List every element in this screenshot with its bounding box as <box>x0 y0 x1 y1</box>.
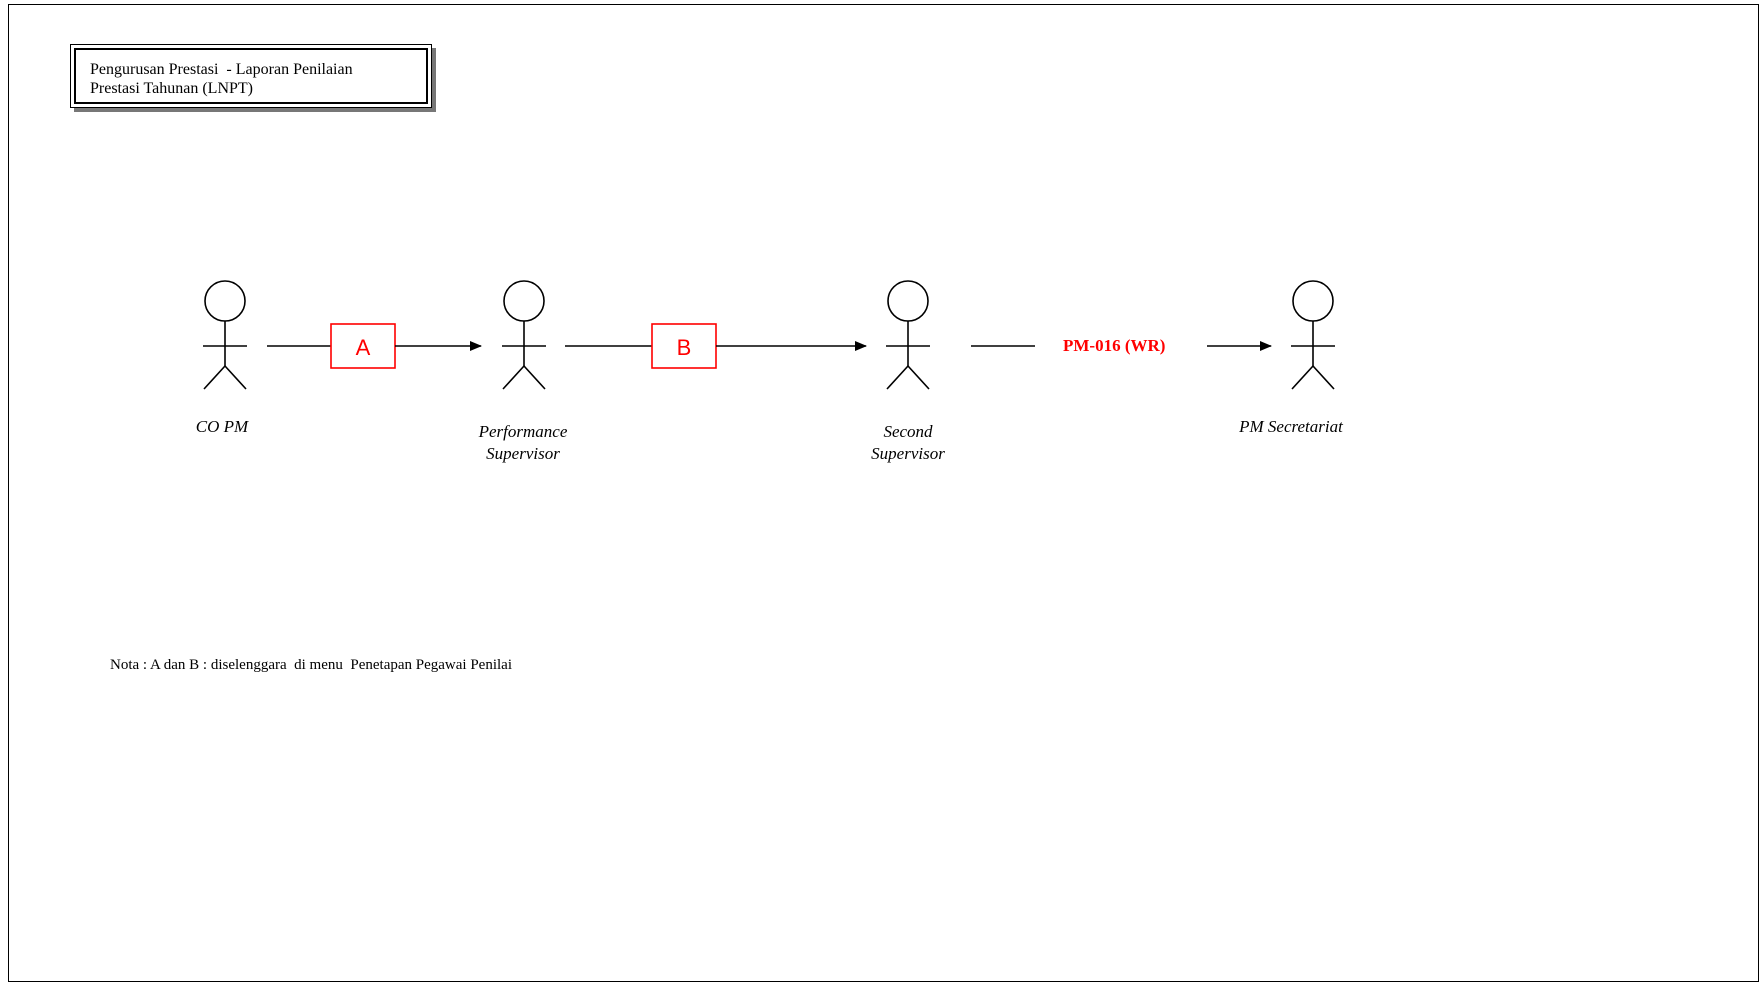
actor-label-performance-supervisor: Performance Supervisor <box>478 422 568 463</box>
title-box-inner: Pengurusan Prestasi - Laporan Penilaian … <box>74 48 428 104</box>
actor-pm-secretariat-icon <box>1291 280 1335 390</box>
actor-co-pm-icon <box>203 280 247 390</box>
actor-performance-supervisor-icon <box>502 280 546 390</box>
diagram-frame <box>8 4 1759 982</box>
flow-a-connector <box>267 323 482 369</box>
title-line-1: Pengurusan Prestasi - Laporan Penilaian <box>90 61 353 78</box>
actor-label-co-pm: CO PM <box>195 417 249 436</box>
note-text: Nota : A dan B : diselenggara di menu Pe… <box>110 657 512 673</box>
flow-a-label: A <box>355 335 371 360</box>
actor-label-second-supervisor: Second Supervisor <box>871 422 945 463</box>
actor-second-supervisor-icon <box>886 280 930 390</box>
flow-a-box <box>330 323 396 369</box>
title-line-2: Prestasi Tahunan (LNPT) <box>90 80 253 97</box>
flow-b-connector <box>565 323 867 369</box>
flow-b-label: B <box>676 335 692 360</box>
flow-pm016-label: PM-016 (WR) <box>1063 336 1166 355</box>
title-box: Pengurusan Prestasi - Laporan Penilaian … <box>70 44 432 108</box>
actor-label-pm-secretariat: PM Secretariat <box>1239 417 1343 436</box>
